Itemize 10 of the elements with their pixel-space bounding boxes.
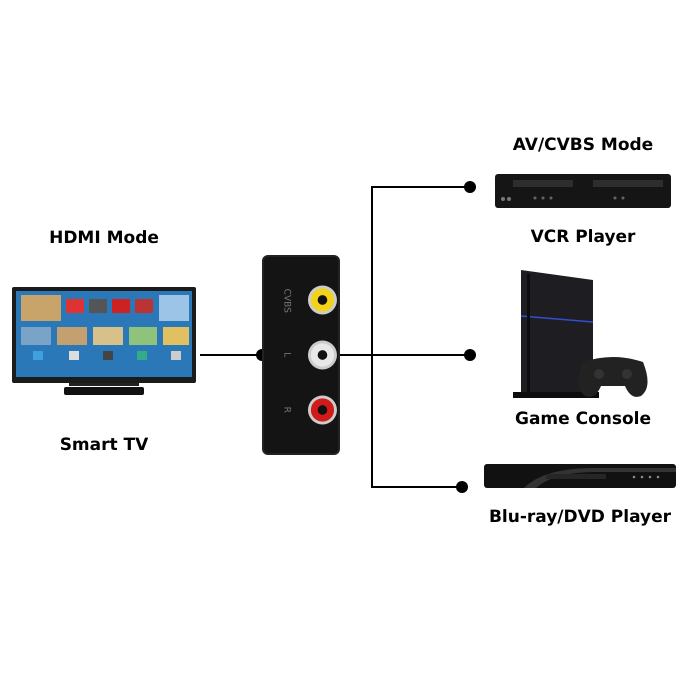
mode-heading: HDMI Mode [49, 227, 159, 250]
device-caption: Smart TV [60, 434, 148, 456]
mode-heading: AV/CVBS Mode [512, 134, 654, 157]
connector-line [340, 354, 468, 493]
jack-label: L [280, 351, 292, 360]
jack-label: R [280, 406, 292, 415]
device-caption: Game Console [515, 408, 651, 430]
jack-label: CVBS [280, 287, 292, 314]
device-caption: Blu-ray/DVD Player [488, 506, 672, 528]
device-caption: VCR Player [530, 226, 636, 248]
